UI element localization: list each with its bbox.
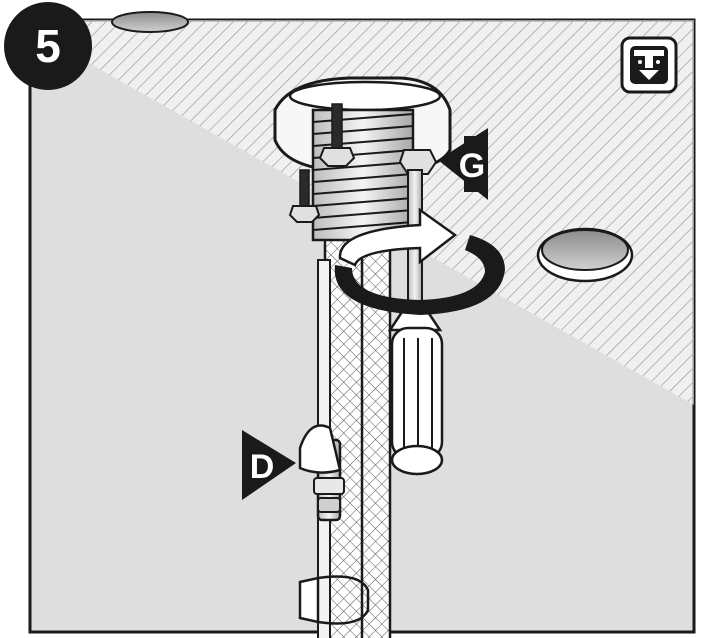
step-number-badge: 5: [4, 2, 92, 90]
callout-g: G: [438, 128, 488, 200]
hose-connector-d: [298, 424, 345, 522]
braided-hose-right: [360, 218, 392, 638]
callout-d: D: [242, 430, 296, 500]
step-number-label: 5: [35, 20, 61, 72]
sink-hole-plug: [536, 227, 634, 283]
hose-clip: [298, 575, 370, 625]
callout-g-label: G: [459, 147, 485, 185]
partial-hole-top: [111, 11, 189, 33]
screwdriver-icon: [387, 169, 444, 476]
clockwise-rotation-arrow-icon: [334, 207, 505, 315]
callout-d-label: D: [250, 448, 275, 486]
mounting-nut-assembly: [273, 76, 452, 242]
under-sink-install-icon: [620, 36, 678, 94]
